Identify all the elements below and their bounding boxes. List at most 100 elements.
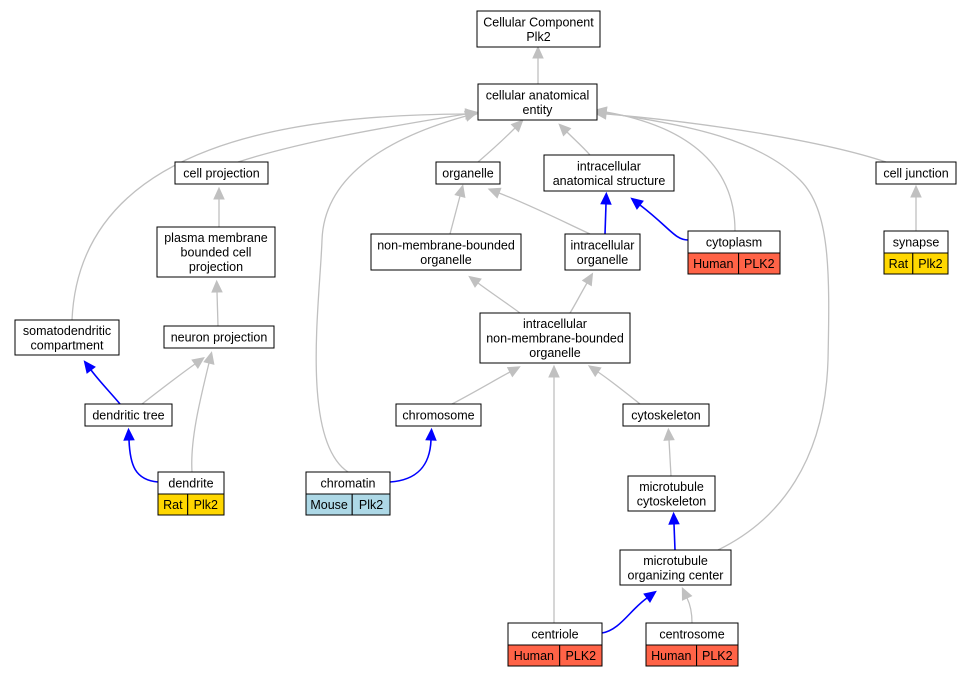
edge-io-to-ias bbox=[600, 191, 612, 235]
edge-dendrite-to-neuron-projection bbox=[191, 351, 215, 473]
node-neuron-projection[interactable]: neuron projection bbox=[163, 325, 275, 349]
arrow-head bbox=[681, 586, 693, 601]
edge-synapse-to-cell-junction bbox=[910, 184, 922, 231]
tag-label: Mouse bbox=[310, 498, 348, 512]
edge-line bbox=[216, 291, 219, 327]
node-label: cellular anatomical bbox=[486, 88, 590, 102]
tag-label: Human bbox=[514, 649, 554, 663]
node-label: chromosome bbox=[402, 409, 474, 423]
node-label: organelle bbox=[420, 253, 471, 267]
edge-pmbcp-to-cell-projection bbox=[213, 186, 225, 227]
node-label: dendrite bbox=[168, 477, 213, 491]
edge-dendrite-to-dendritic-tree bbox=[123, 427, 159, 483]
arrow-head bbox=[587, 365, 602, 378]
tag-label: Human bbox=[693, 257, 733, 271]
node-organelle[interactable]: organelle bbox=[435, 161, 501, 185]
edge-mt-cytoskeleton-to-cytoskeleton bbox=[663, 427, 675, 477]
node-box bbox=[622, 403, 710, 427]
arrow-head bbox=[213, 186, 225, 200]
node-box bbox=[479, 312, 631, 364]
arrow-head bbox=[643, 590, 657, 603]
node-box bbox=[619, 549, 732, 586]
edge-line bbox=[477, 282, 521, 314]
edge-cae-to-root bbox=[532, 45, 544, 84]
tag-label: Rat bbox=[163, 498, 183, 512]
edge-line bbox=[605, 113, 887, 163]
arrow-head bbox=[425, 427, 437, 441]
edge-line bbox=[90, 369, 121, 405]
node-box bbox=[564, 233, 641, 271]
tag-cell bbox=[351, 493, 391, 516]
edge-chromatin-to-chromosome bbox=[389, 427, 437, 483]
node-label: synapse bbox=[893, 236, 940, 250]
tag-label: PLK2 bbox=[566, 649, 597, 663]
node-cell-junction[interactable]: cell junction bbox=[875, 161, 957, 185]
node-label: entity bbox=[523, 103, 554, 117]
node-cytoskeleton[interactable]: cytoskeleton bbox=[622, 403, 710, 427]
arrow-head bbox=[600, 191, 612, 205]
edge-line bbox=[128, 439, 159, 483]
arrow-head bbox=[548, 364, 560, 378]
node-box bbox=[627, 475, 716, 512]
edge-line bbox=[566, 131, 591, 156]
node-box bbox=[875, 161, 957, 185]
node-label: projection bbox=[189, 260, 243, 274]
edge-cytoplasm-to-ias bbox=[630, 197, 689, 241]
node-label: chromatin bbox=[321, 477, 376, 491]
node-label: compartment bbox=[31, 338, 104, 352]
arrow-head bbox=[532, 45, 544, 59]
node-label: cytoskeleton bbox=[637, 494, 707, 508]
node-chromosome[interactable]: chromosome bbox=[395, 403, 482, 427]
arrow-head bbox=[630, 197, 644, 210]
node-box bbox=[435, 161, 501, 185]
arrow-head bbox=[668, 511, 680, 525]
arrow-head bbox=[203, 351, 215, 365]
arrow-head bbox=[581, 272, 594, 287]
edge-layer bbox=[71, 45, 922, 634]
node-dendritic-tree[interactable]: dendritic tree bbox=[84, 403, 173, 427]
arrow-head bbox=[910, 184, 922, 198]
node-label: intracellular bbox=[577, 159, 641, 173]
arrow-head bbox=[558, 123, 572, 137]
node-label: somatodendritic bbox=[23, 324, 111, 338]
arrow-head bbox=[510, 119, 524, 133]
node-label: organelle bbox=[442, 167, 493, 181]
edge-line bbox=[477, 127, 516, 163]
edge-line bbox=[141, 363, 196, 405]
node-cell-projection[interactable]: cell projection bbox=[174, 161, 269, 185]
node-box bbox=[543, 154, 675, 192]
node-label: centriole bbox=[531, 628, 578, 642]
node-inmbo[interactable]: intracellularnon-membrane-boundedorganel… bbox=[479, 312, 631, 364]
edge-line bbox=[237, 113, 467, 163]
node-box bbox=[14, 319, 120, 356]
node-label: non-membrane-bounded bbox=[486, 332, 624, 346]
tag-label: PLK2 bbox=[702, 649, 733, 663]
edge-line bbox=[451, 371, 511, 405]
edge-centriole-to-inmbo bbox=[548, 364, 560, 623]
node-label: plasma membrane bbox=[164, 231, 268, 245]
node-label: non-membrane-bounded bbox=[377, 238, 515, 252]
arrow-head bbox=[593, 107, 608, 119]
node-label: intracellular bbox=[571, 238, 635, 252]
node-label: Plk2 bbox=[526, 30, 550, 44]
node-box bbox=[84, 403, 173, 427]
edge-line bbox=[315, 115, 467, 473]
node-box bbox=[174, 161, 269, 185]
edge-line bbox=[601, 597, 648, 634]
